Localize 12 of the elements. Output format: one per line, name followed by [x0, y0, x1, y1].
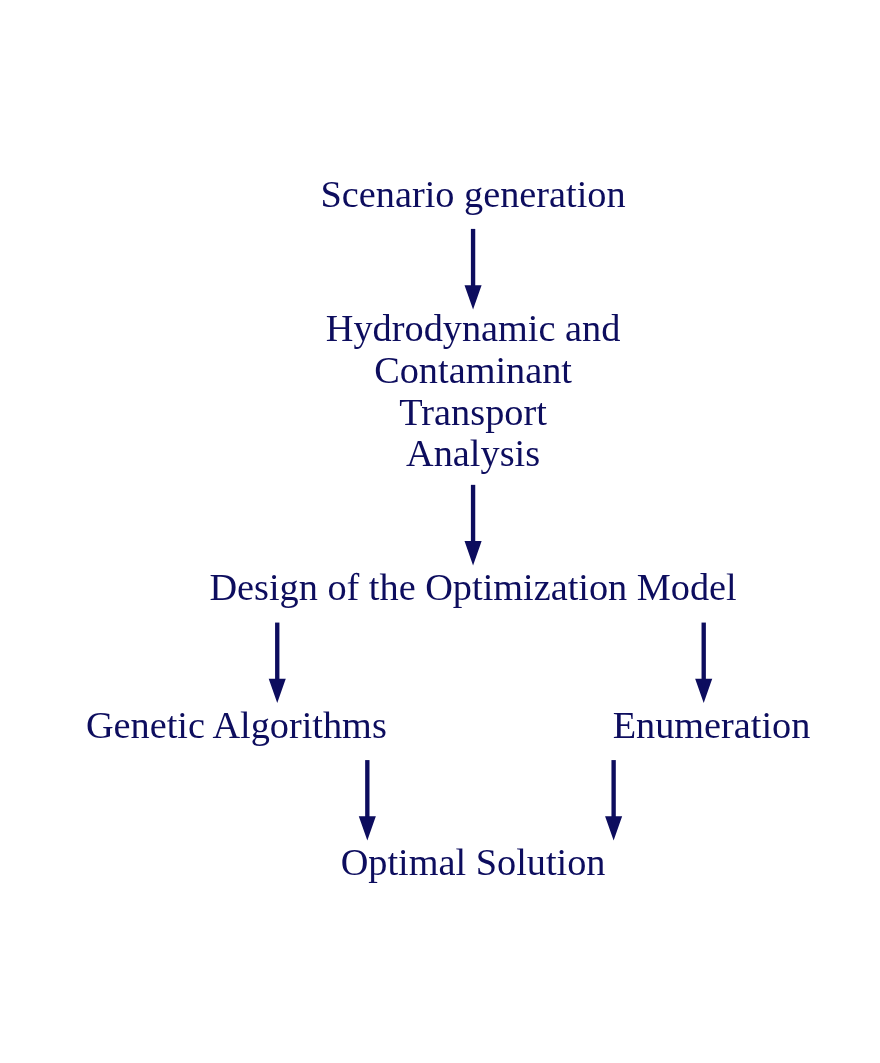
node-text: Design of the Optimization Model	[209, 566, 737, 609]
node-text: Optimal Solution	[340, 841, 606, 884]
arrow	[358, 760, 376, 841]
node-text: Genetic Algorithms	[85, 703, 387, 746]
node-text: Hydrodynamic and Contaminant Transport Analysis	[325, 307, 621, 475]
arrow	[695, 622, 713, 704]
node-text: Scenario generation	[320, 173, 626, 216]
node-text: Enumeration	[612, 703, 811, 746]
arrow	[464, 228, 482, 310]
arrow	[268, 622, 286, 704]
arrow	[605, 760, 623, 841]
arrow	[464, 484, 482, 566]
